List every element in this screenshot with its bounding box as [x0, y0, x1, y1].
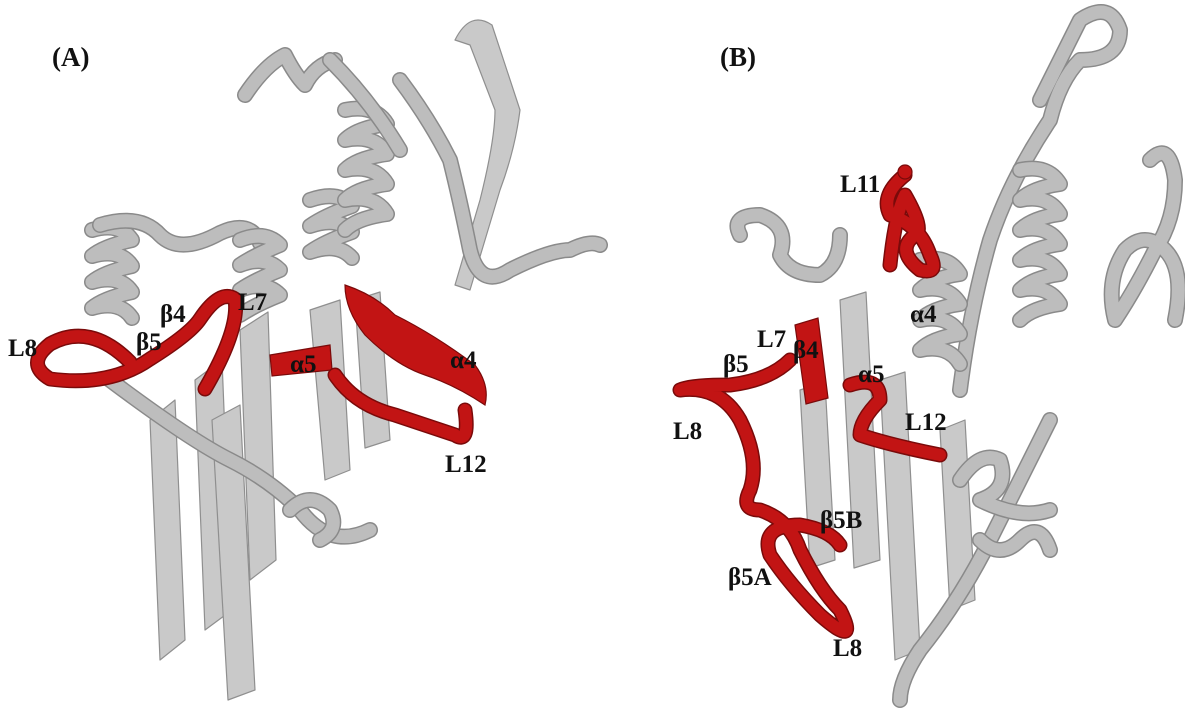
- annotation-l12: L12: [445, 451, 487, 478]
- panel-a-grey-ribbon: [92, 20, 600, 700]
- annotation-l7: L7: [757, 326, 786, 353]
- annotation-l8-lower: L8: [833, 635, 862, 662]
- annotation-beta5a: β5A: [728, 564, 772, 591]
- panel-b-label: (B): [720, 42, 756, 72]
- panel-b: (B) L11 α4 L7 β4 β5 α5 L8 L12 β5B β5A L8: [673, 12, 1178, 700]
- annotation-beta5: β5: [136, 329, 162, 356]
- annotation-l7: L7: [238, 289, 267, 316]
- annotation-beta5b: β5B: [820, 507, 862, 534]
- annotation-l8-upper: L8: [673, 418, 702, 445]
- annotation-l8: L8: [8, 335, 37, 362]
- annotation-beta5: β5: [723, 351, 749, 378]
- annotation-beta4: β4: [793, 337, 819, 364]
- annotation-beta4: β4: [160, 301, 186, 328]
- annotation-l11: L11: [840, 171, 880, 198]
- annotation-l12: L12: [905, 409, 947, 436]
- annotation-alpha4: α4: [450, 347, 477, 374]
- panel-a-label: (A): [52, 42, 89, 72]
- panel-a: (A) L8 β5 β4 L7 α5 α4 L12: [8, 20, 600, 700]
- annotation-alpha4: α4: [910, 301, 937, 328]
- annotation-alpha5: α5: [858, 361, 884, 388]
- annotation-alpha5: α5: [290, 351, 316, 378]
